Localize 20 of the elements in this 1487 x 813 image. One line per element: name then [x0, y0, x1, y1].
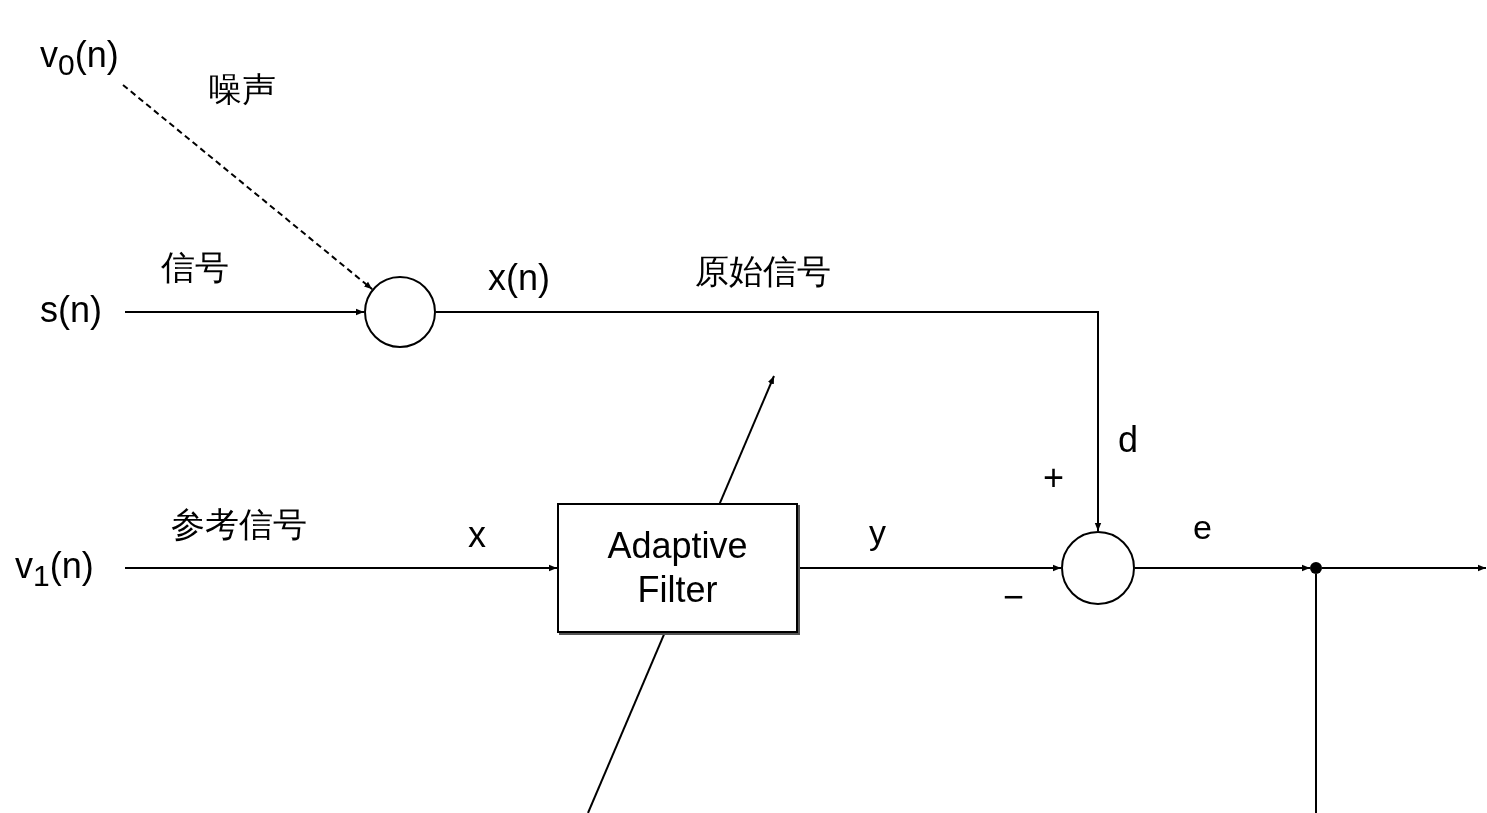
line — [1315, 573, 1317, 813]
plus-sign: + — [1043, 458, 1065, 498]
arrow — [124, 564, 558, 572]
minus-sign: − — [1003, 577, 1025, 617]
junction-dot — [1310, 562, 1322, 574]
arrow — [1321, 564, 1487, 572]
filter-box: Adaptive Filter — [557, 503, 798, 633]
summing-junction — [364, 276, 436, 348]
signal-label: d — [1118, 420, 1139, 460]
signal-label: v$_{0}$(n) — [40, 35, 145, 85]
arrow — [435, 311, 1102, 532]
arrow — [124, 308, 365, 316]
arrow — [1134, 564, 1311, 572]
signal-label: x(n) — [488, 258, 550, 298]
arrow — [797, 564, 1062, 572]
signal-label: v$_{1}$(n) — [15, 546, 125, 590]
summing-junction — [1061, 531, 1135, 605]
arrow — [122, 84, 374, 291]
signal-label: x — [468, 515, 486, 555]
signal-label: s(n) — [40, 290, 125, 334]
